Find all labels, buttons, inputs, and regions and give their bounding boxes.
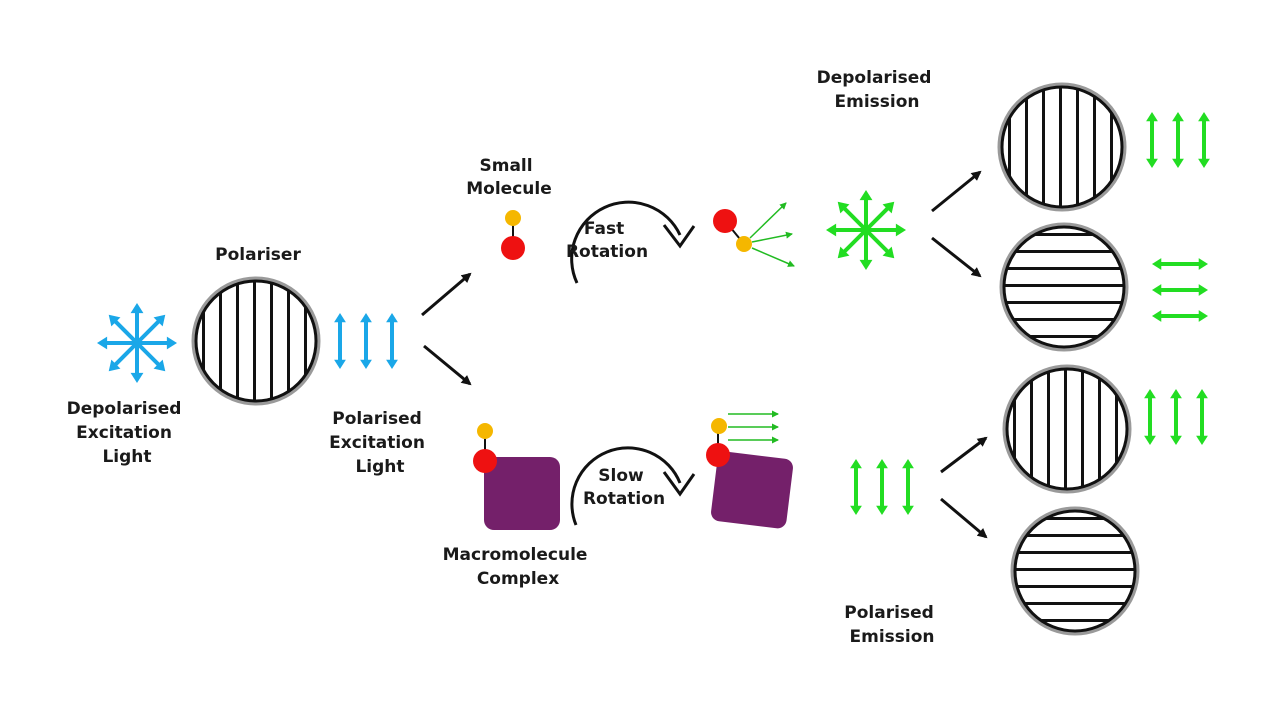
depolarised-emission-starburst-icon xyxy=(826,190,906,270)
macromolecule-complex-icon xyxy=(473,423,560,530)
parallel-emission-rays-icon xyxy=(728,410,779,444)
scattered-emission-rays-icon xyxy=(749,202,795,267)
excitation-starburst-icon xyxy=(97,303,177,383)
emission-arrow-to-horizontal-bottom xyxy=(940,497,988,539)
slow-rotation-arrow-icon xyxy=(570,446,696,526)
slow-rotation-label: Slow Rotation xyxy=(583,466,665,509)
polarised-emission-arrows-icon xyxy=(850,459,914,515)
vertical-output-arrows-icon xyxy=(1144,389,1208,445)
small-molecule-label: Small Molecule xyxy=(466,156,552,199)
branch-arrow-down xyxy=(423,344,472,386)
emission-arrow-to-vertical xyxy=(931,170,982,213)
macromolecule-complex-label: Macromolecule Complex xyxy=(443,545,594,589)
polariser-label: Polariser xyxy=(215,245,301,265)
analyser-vertical-icon xyxy=(997,82,1127,212)
emission-arrow-to-horizontal xyxy=(931,236,982,278)
fast-rotation-arrow-icon xyxy=(570,200,696,284)
polariser-vertical-icon xyxy=(191,276,321,406)
small-molecule-icon xyxy=(501,210,525,260)
depolarised-excitation-label: Depolarised Excitation Light xyxy=(67,399,188,467)
branch-arrow-up xyxy=(421,272,472,317)
rotated-small-molecule-icon xyxy=(713,209,752,252)
vertical-output-arrows-icon xyxy=(1146,112,1210,168)
rotated-macromolecule-icon xyxy=(706,418,793,529)
fast-rotation-label: Fast Rotation xyxy=(566,219,648,262)
analyser-horizontal-icon xyxy=(999,222,1129,352)
polarised-excitation-arrows-icon xyxy=(334,313,398,369)
analyser-vertical-icon xyxy=(1002,364,1132,494)
depolarised-emission-label: Depolarised Emission xyxy=(817,68,938,112)
emission-arrow-to-vertical-bottom xyxy=(940,436,988,474)
horizontal-output-arrows-icon xyxy=(1152,258,1208,322)
analyser-horizontal-icon xyxy=(1010,506,1140,636)
polarised-excitation-label: Polarised Excitation Light xyxy=(329,409,431,477)
polarised-emission-label: Polarised Emission xyxy=(844,603,939,647)
